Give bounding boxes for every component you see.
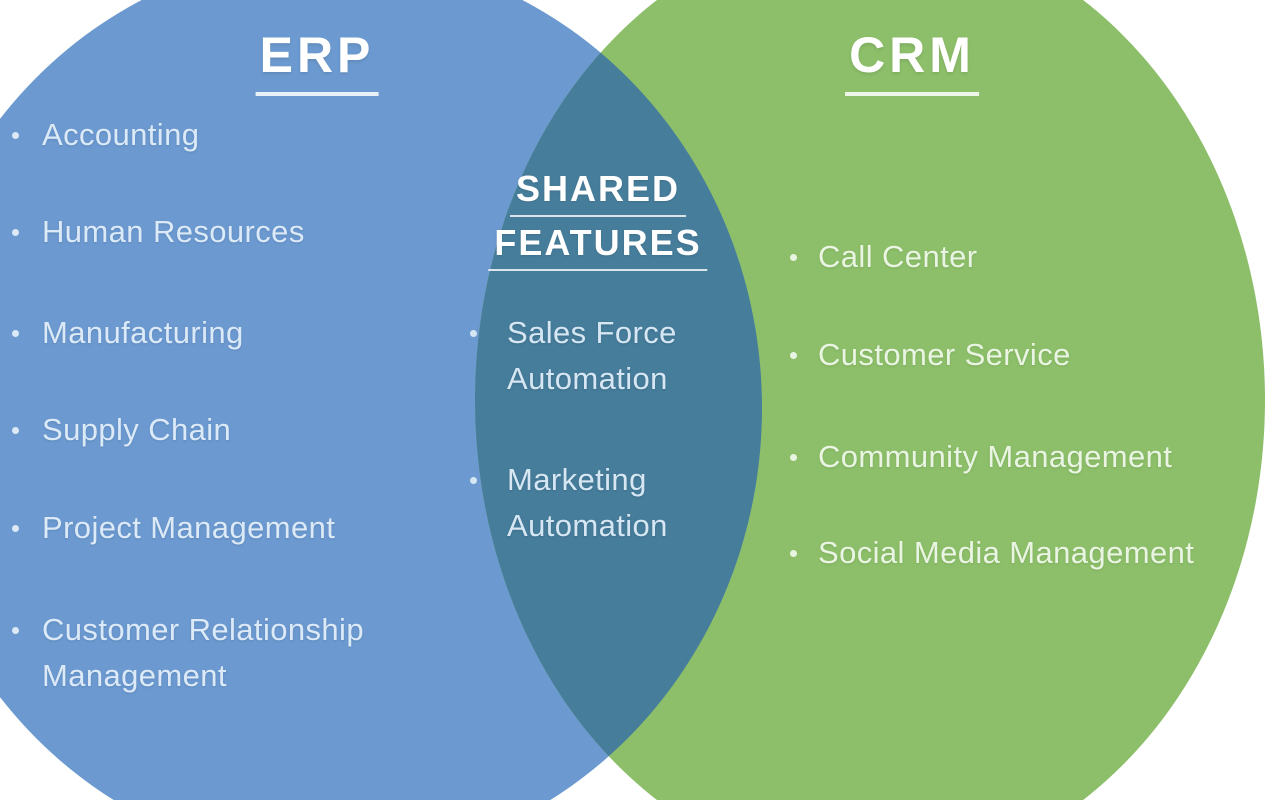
bullet-icon <box>12 229 19 236</box>
overlap-region <box>475 0 762 800</box>
item-label: Supply Chain <box>42 412 232 447</box>
bullet-icon <box>790 254 797 261</box>
erp-title: ERP <box>255 26 379 96</box>
bullet-icon <box>470 477 477 484</box>
list-item-call-center: Call Center <box>790 234 1273 280</box>
bullet-icon <box>12 330 19 337</box>
shared-features-title-line1: SHARED <box>509 168 687 217</box>
list-item-customer-relationship-management: Customer Relationship Management <box>12 607 452 699</box>
crm-title: CRM <box>845 26 979 96</box>
bullet-icon <box>790 352 797 359</box>
list-item-human-resources: Human Resources <box>12 209 452 255</box>
item-label: Community Management <box>818 439 1173 474</box>
list-item-supply-chain: Supply Chain <box>12 407 452 453</box>
bullet-icon <box>12 525 19 532</box>
list-item-manufacturing: Manufacturing <box>12 310 452 356</box>
bullet-icon <box>790 550 797 557</box>
list-item-social-media-management: Social Media Management <box>790 530 1273 576</box>
item-label: Call Center <box>818 239 978 274</box>
item-label: Project Management <box>42 510 336 545</box>
list-item-accounting: Accounting <box>12 112 452 158</box>
bullet-icon <box>790 454 797 461</box>
list-item-marketing-automation: Marketing Automation <box>470 457 702 549</box>
item-label: Customer Relationship Management <box>42 612 364 693</box>
list-item-project-management: Project Management <box>12 505 452 551</box>
item-label: Marketing Automation <box>507 462 668 543</box>
bullet-icon <box>12 627 19 634</box>
list-item-community-management: Community Management <box>790 434 1273 480</box>
item-label: Sales Force Automation <box>507 315 677 396</box>
list-item-sales-force-automation: Sales Force Automation <box>470 310 702 402</box>
bullet-icon <box>12 427 19 434</box>
item-label: Customer Service <box>818 337 1071 372</box>
shared-features-title-line2: FEATURES <box>488 222 708 271</box>
bullet-icon <box>12 132 19 139</box>
item-label: Manufacturing <box>42 315 244 350</box>
list-item-customer-service: Customer Service <box>790 332 1273 378</box>
item-label: Accounting <box>42 117 200 152</box>
item-label: Social Media Management <box>818 535 1195 570</box>
bullet-icon <box>470 330 477 337</box>
item-label: Human Resources <box>42 214 305 249</box>
